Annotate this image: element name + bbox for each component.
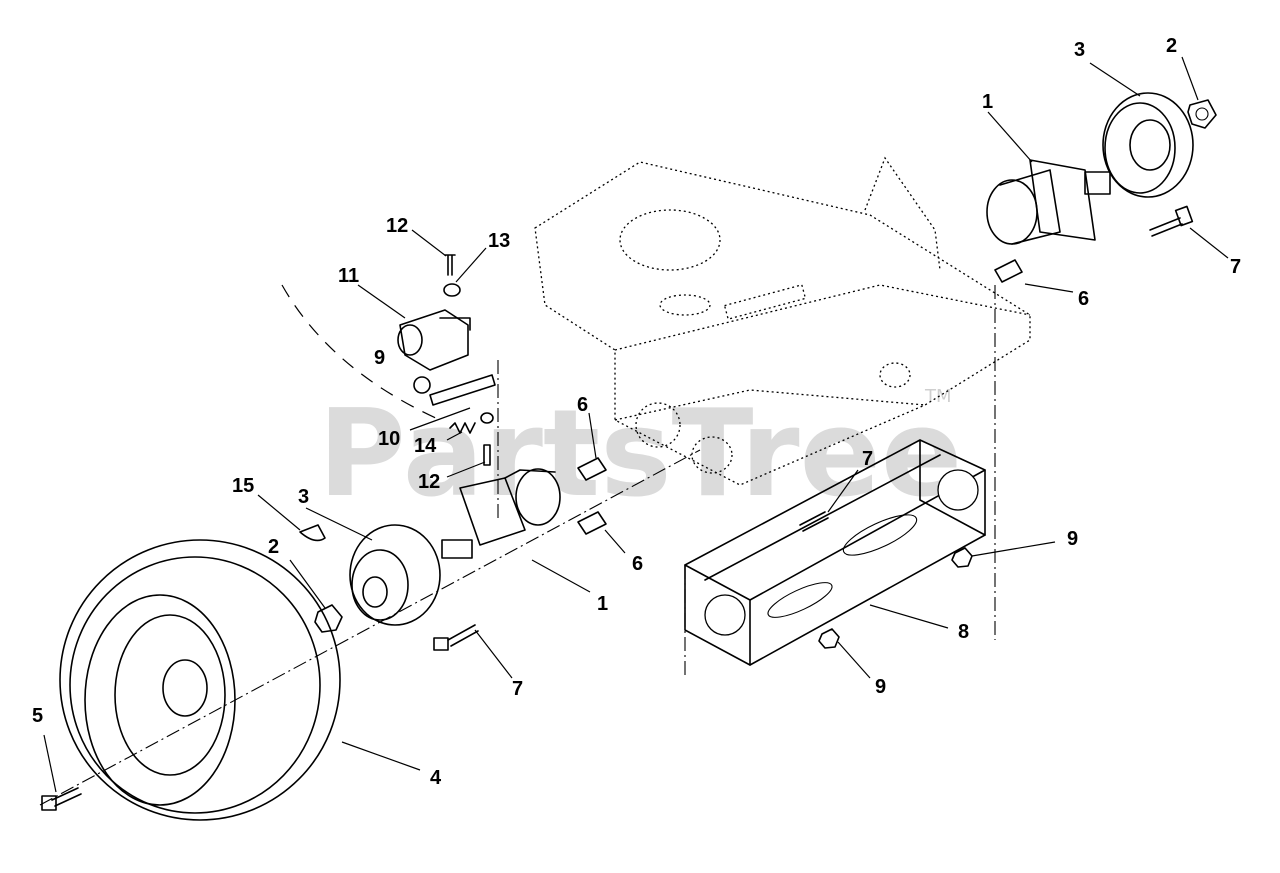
callout-6-top: 6 bbox=[1078, 288, 1089, 310]
callout-6-low: 6 bbox=[632, 553, 643, 575]
callout-10: 10 bbox=[378, 428, 400, 450]
wheel-tire-part bbox=[59, 539, 341, 821]
pin-left-lower-part bbox=[577, 511, 607, 535]
nut-left-top-part bbox=[413, 376, 431, 394]
screw-bottom-part bbox=[480, 412, 494, 466]
bolt-right-top-part bbox=[1149, 205, 1194, 237]
callout-8: 8 bbox=[958, 621, 969, 643]
leader-lines bbox=[43, 56, 1229, 793]
callout-13: 13 bbox=[488, 230, 510, 252]
pulley-right-part bbox=[1102, 92, 1194, 198]
spindle-housing-right-part bbox=[986, 159, 1111, 245]
callout-15: 15 bbox=[232, 475, 254, 497]
nut-right-top-part bbox=[1187, 99, 1217, 129]
nut-right-part bbox=[951, 547, 973, 568]
callout-9-left: 9 bbox=[374, 347, 385, 369]
callout-1-top: 1 bbox=[982, 91, 993, 113]
nut-left-part bbox=[314, 604, 343, 633]
bolt-left-part bbox=[433, 624, 479, 651]
callout-7-top: 7 bbox=[1230, 256, 1241, 278]
axle-bracket-part bbox=[684, 439, 986, 666]
screw-top-part bbox=[444, 254, 456, 276]
callout-14: 14 bbox=[414, 435, 437, 457]
callout-2-left: 2 bbox=[268, 536, 279, 558]
callout-11: 11 bbox=[338, 265, 359, 287]
callout-12-b: 12 bbox=[418, 471, 440, 493]
callout-12-a: 12 bbox=[386, 215, 408, 237]
key-part bbox=[299, 524, 326, 542]
bolt-middle-part bbox=[799, 511, 829, 532]
callout-1-left: 1 bbox=[597, 593, 608, 615]
spring-part bbox=[449, 422, 476, 434]
callout-9-right: 9 bbox=[1067, 528, 1078, 550]
callout-7-left: 7 bbox=[512, 678, 523, 700]
callout-3-top: 3 bbox=[1074, 39, 1085, 61]
callout-6-mid: 6 bbox=[577, 394, 588, 416]
callout-3-left: 3 bbox=[298, 486, 309, 508]
callout-5: 5 bbox=[32, 705, 43, 727]
callout-4: 4 bbox=[430, 767, 442, 789]
pin-right-part bbox=[994, 259, 1023, 283]
pulley-left-part bbox=[349, 524, 441, 626]
callout-2-top: 2 bbox=[1166, 35, 1177, 57]
callout-9-low: 9 bbox=[875, 676, 886, 698]
washer-top-part bbox=[443, 283, 461, 297]
spindle-housing-left-part bbox=[441, 468, 561, 559]
wheel-bolt-part bbox=[41, 787, 82, 811]
frame-part bbox=[534, 156, 1031, 486]
nut-bottom-part bbox=[818, 628, 840, 649]
pin-left-upper-part bbox=[577, 457, 607, 481]
latch-part bbox=[397, 309, 496, 406]
callout-7-mid: 7 bbox=[862, 448, 873, 470]
